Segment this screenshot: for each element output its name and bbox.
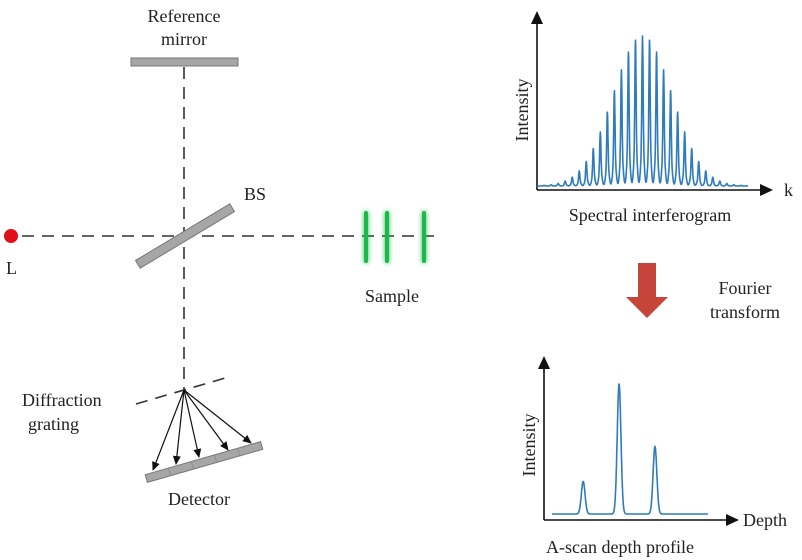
chart1-ylabel: Intensity	[512, 79, 532, 142]
chart2-x-axis-arrowhead	[726, 514, 739, 526]
beam-splitter	[134, 203, 236, 269]
light-source-label: L	[6, 258, 17, 278]
reference-mirror-label-2: mirror	[161, 29, 207, 49]
chart2-y-axis-arrowhead	[538, 356, 550, 369]
chart1-xlabel: k	[784, 180, 793, 200]
spectral-interferogram-chart: k Intensity Spectral interferogram	[512, 11, 793, 225]
chart2-xlabel: Depth	[743, 510, 787, 530]
sample-layers	[364, 211, 426, 263]
chart2-depth-trace	[551, 383, 709, 515]
chart2-ylabel: Intensity	[519, 414, 539, 477]
beam-splitter-label: BS	[244, 184, 266, 204]
diffraction-grating-label-2: grating	[28, 414, 79, 434]
chart2-title: A-scan depth profile	[546, 537, 694, 557]
detector	[144, 440, 264, 484]
detector-label: Detector	[168, 489, 230, 509]
fourier-transform-arrow-icon	[626, 263, 668, 318]
fourier-transform-label-1: Fourier	[719, 278, 772, 298]
chart1-title: Spectral interferogram	[569, 205, 731, 225]
chart1-spectrum-trace	[536, 35, 749, 187]
a-scan-depth-profile-chart: Depth Intensity A-scan depth profile	[519, 356, 787, 557]
diffracted-rays	[152, 389, 252, 471]
diffraction-grating-label-1: Diffraction	[22, 390, 102, 410]
light-source	[4, 229, 18, 243]
fourier-transform-label-2: transform	[710, 302, 780, 322]
chart1-x-axis-arrowhead	[760, 184, 773, 196]
reference-mirror-label-1: Reference	[148, 6, 221, 26]
chart1-y-axis-arrowhead	[531, 11, 543, 24]
reference-mirror	[130, 57, 239, 67]
sample-label: Sample	[365, 286, 419, 306]
